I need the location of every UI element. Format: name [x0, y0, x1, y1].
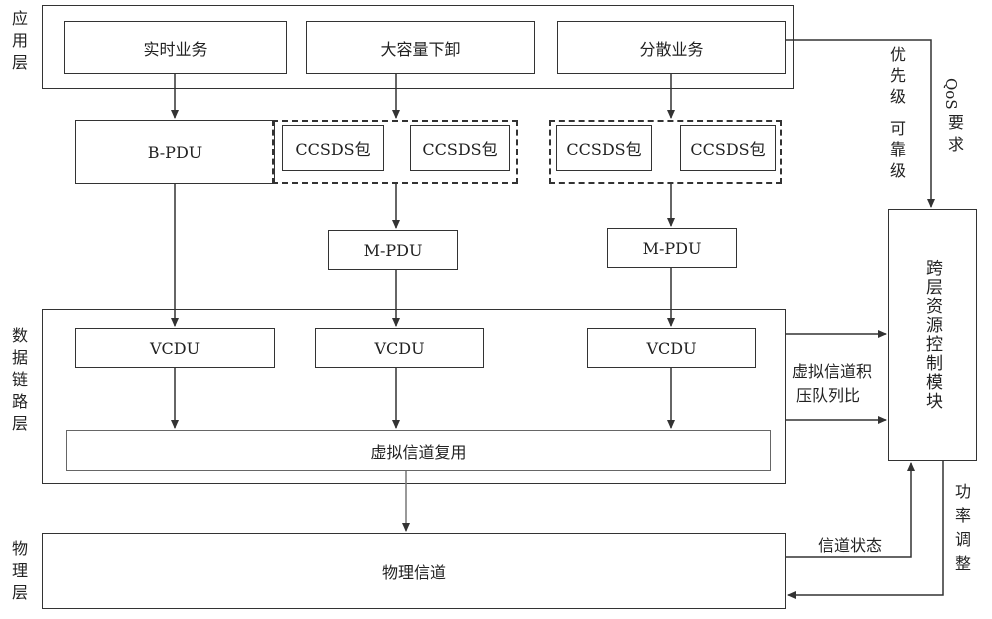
power-adjust-label: 功率调整	[955, 482, 972, 573]
scattered-service-box: 分散业务	[557, 21, 786, 74]
cross-layer-control-module: 跨层资源控制模块	[888, 209, 977, 461]
application-layer-frame	[42, 5, 794, 89]
ccsds-group-bulk	[272, 120, 518, 184]
ccsds-packet-box: CCSDS包	[282, 125, 384, 171]
bpdu-box: B-PDU	[75, 120, 275, 184]
reliability-label: 可靠级	[890, 119, 907, 180]
bulk-download-box: 大容量下卸	[306, 21, 535, 74]
datalink-layer-label: 数据链路层	[11, 326, 28, 433]
physical-channel-label: 物理信道	[381, 563, 446, 582]
vcdu-box: VCDU	[315, 328, 484, 368]
ccsds-packet-label: CCSDS包	[690, 140, 766, 159]
mpdu-label: M-PDU	[642, 238, 702, 258]
vcdu-label: VCDU	[646, 338, 697, 358]
ccsds-packet-label: CCSDS包	[566, 140, 642, 159]
datalink-layer-frame	[42, 309, 786, 484]
channel-state-label: 信道状态	[818, 536, 883, 555]
physical-layer-label: 物理层	[11, 539, 28, 602]
backlog-ratio-label-line2: 压队列比	[796, 386, 861, 405]
vcdu-box: VCDU	[75, 328, 275, 368]
vcdu-box: VCDU	[587, 328, 756, 368]
ccsds-packet-box: CCSDS包	[680, 125, 776, 171]
vcdu-label: VCDU	[374, 338, 425, 358]
vcdu-label: VCDU	[149, 338, 201, 358]
ccsds-packet-box: CCSDS包	[410, 125, 510, 171]
arrow-qos-to-control	[786, 39, 935, 208]
ccsds-packet-label: CCSDS包	[422, 140, 498, 159]
ccsds-packet-label: CCSDS包	[295, 140, 371, 159]
realtime-service-label: 实时业务	[143, 39, 208, 59]
physical-channel-box: 物理信道	[44, 535, 784, 607]
cross-layer-control-label: 跨层资源控制模块	[922, 259, 942, 411]
bulk-download-label: 大容量下卸	[380, 39, 461, 59]
realtime-service-box: 实时业务	[64, 21, 287, 74]
scattered-service-label: 分散业务	[639, 39, 704, 59]
ccsds-packet-box: CCSDS包	[556, 125, 652, 171]
qos-label-line1: QoS	[942, 78, 960, 110]
virtual-channel-mux-label: 虚拟信道复用	[370, 442, 467, 462]
bpdu-label: B-PDU	[147, 142, 203, 162]
mpdu-label: M-PDU	[363, 240, 423, 260]
priority-label: 优先级	[890, 45, 907, 106]
physical-layer-frame	[42, 533, 786, 609]
backlog-ratio-label-line1: 虚拟信道积	[792, 362, 873, 381]
arrow-power-to-physical	[787, 461, 944, 599]
virtual-channel-mux-box: 虚拟信道复用	[66, 430, 771, 471]
qos-label-line2: 要求	[948, 113, 965, 154]
mpdu-box: M-PDU	[607, 228, 737, 268]
application-layer-label: 应用层	[11, 9, 28, 72]
mpdu-box: M-PDU	[328, 230, 458, 270]
ccsds-group-scattered	[549, 120, 782, 184]
arrow-channel-state-to-control	[786, 462, 915, 558]
